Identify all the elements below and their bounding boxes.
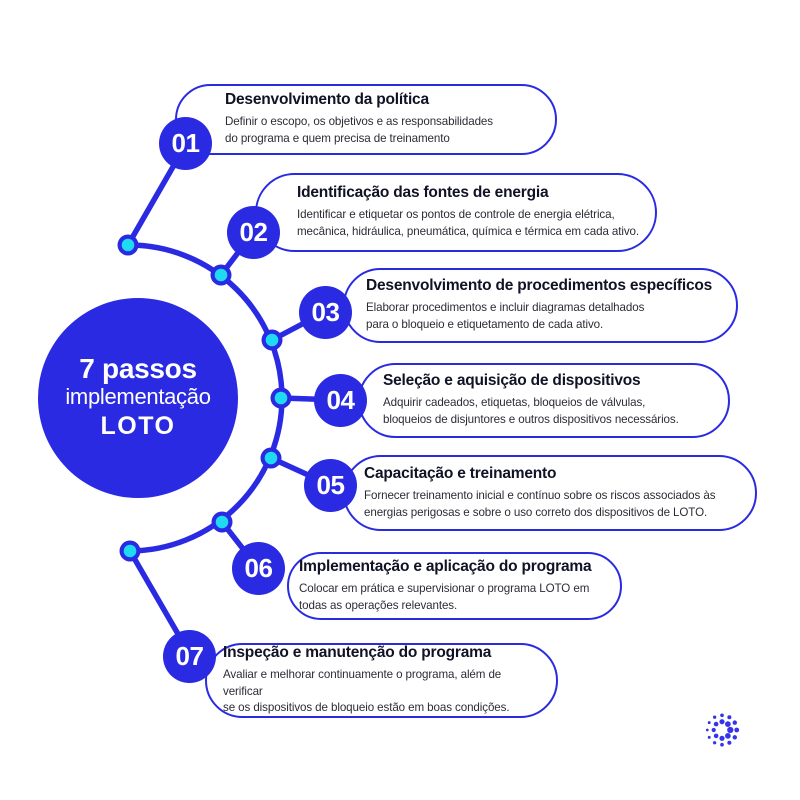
step-title: Desenvolvimento de procedimentos específ… <box>366 277 713 295</box>
center-title-line2: implementação <box>65 384 211 410</box>
step-title: Identificação das fontes de energia <box>297 184 549 202</box>
node-dot <box>119 540 141 562</box>
node-dot <box>211 511 233 533</box>
step-number-circle-7: 07 <box>163 630 216 683</box>
step-title: Capacitação e treinamento <box>364 464 557 482</box>
step-title: Desenvolvimento da política <box>225 91 429 109</box>
center-title-line3: LOTO <box>100 412 176 441</box>
step-number-circle-3: 03 <box>299 286 352 339</box>
step-description: Fornecer treinamento inicial e contínuo … <box>364 488 716 519</box>
node-dot <box>260 447 282 469</box>
center-title-circle: 7 passos implementação LOTO <box>38 298 238 498</box>
step-number-circle-4: 04 <box>314 374 367 427</box>
node-dot <box>117 234 139 256</box>
step-title: Seleção e aquisição de dispositivos <box>383 372 641 390</box>
node-dot <box>210 264 232 286</box>
step-title: Inspeção e manutenção do programa <box>223 643 492 661</box>
step-number-circle-6: 06 <box>232 542 285 595</box>
step-description: Avaliar e melhorar continuamente o progr… <box>223 667 510 715</box>
step-description: Adquirir cadeados, etiquetas, bloqueios … <box>383 396 679 426</box>
step-pill-1: Desenvolvimento da política Definir o es… <box>175 84 557 155</box>
step-description: Elaborar procedimentos e incluir diagram… <box>366 301 645 331</box>
step-pill-3: Desenvolvimento de procedimentos específ… <box>343 268 738 343</box>
dots-circle-logo-icon <box>705 713 740 747</box>
node-dot <box>270 387 292 409</box>
step-number-circle-5: 05 <box>304 459 357 512</box>
step-pill-7: Inspeção e manutenção do programa Avalia… <box>205 643 558 718</box>
step-pill-6: Implementação e aplicação do programa Co… <box>287 552 622 620</box>
step-description: Identificar e etiquetar os pontos de con… <box>297 208 640 238</box>
node-dot <box>261 329 283 351</box>
step-description: Colocar em prática e supervisionar o pro… <box>299 581 590 612</box>
center-title-line1: 7 passos <box>79 353 197 385</box>
step-description: Definir o escopo, os objetivos e as resp… <box>225 115 493 145</box>
step-number-circle-2: 02 <box>227 206 280 259</box>
step-pill-2: Identificação das fontes de energia Iden… <box>255 173 657 252</box>
step-number-circle-1: 01 <box>159 117 212 170</box>
step-pill-5: Capacitação e treinamento Fornecer trein… <box>343 455 757 531</box>
step-pill-4: Seleção e aquisição de dispositivos Adqu… <box>358 363 730 438</box>
step-title: Implementação e aplicação do programa <box>299 557 592 575</box>
